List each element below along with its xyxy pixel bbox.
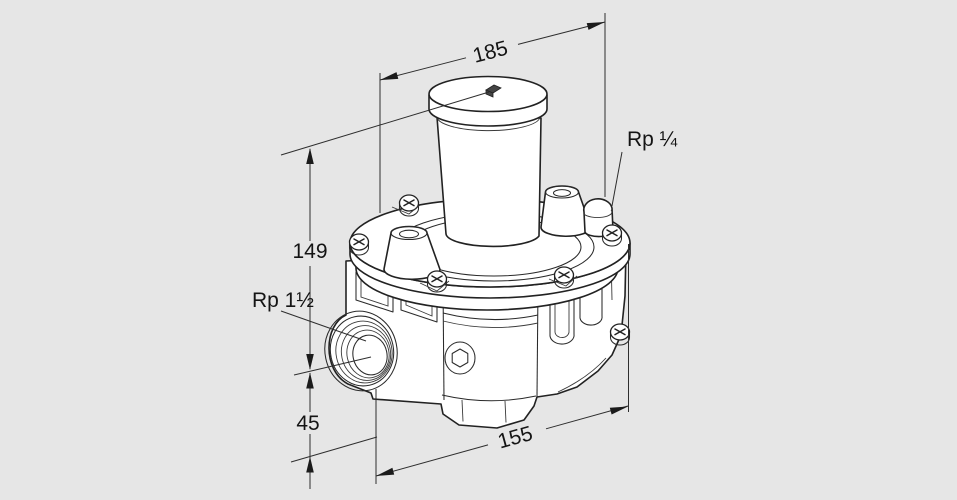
dim-label-149: 149 <box>292 240 327 263</box>
dimension-149: 149 <box>280 91 490 370</box>
label-rp-quarter: Rp ¼ <box>611 128 678 207</box>
flange-screw <box>426 270 448 293</box>
port-label-rp-one-half: Rp 1½ <box>252 289 314 312</box>
flange-screw <box>348 233 370 256</box>
inlet-bore-rp1-half <box>324 310 398 392</box>
cap-cylinder <box>436 116 542 248</box>
breather-cone-left <box>383 225 441 281</box>
dimension-45: 45 <box>290 356 378 489</box>
spring-cap <box>428 75 548 248</box>
dim-label-185: 185 <box>471 37 511 68</box>
outlet-web-1 <box>549 290 575 345</box>
label-rp-one-half: Rp 1½ <box>252 289 367 342</box>
port-label-rp-quarter: Rp ¼ <box>627 128 678 151</box>
flange-screw <box>609 323 631 346</box>
hex-socket-plug <box>444 341 476 375</box>
dim-label-45: 45 <box>296 412 319 435</box>
flange-screw <box>601 224 623 247</box>
outlet-web-2 <box>579 286 603 326</box>
bottom-hex-plug <box>441 394 537 423</box>
adjustment-slot <box>485 84 502 98</box>
dimension-annotations: 185 149 45 155 <box>252 13 678 489</box>
screw-bracket <box>548 275 578 287</box>
screw-bracket <box>419 280 450 292</box>
flange-screw <box>398 194 420 217</box>
flange-screw <box>553 266 575 289</box>
screw-bracket <box>391 204 421 215</box>
